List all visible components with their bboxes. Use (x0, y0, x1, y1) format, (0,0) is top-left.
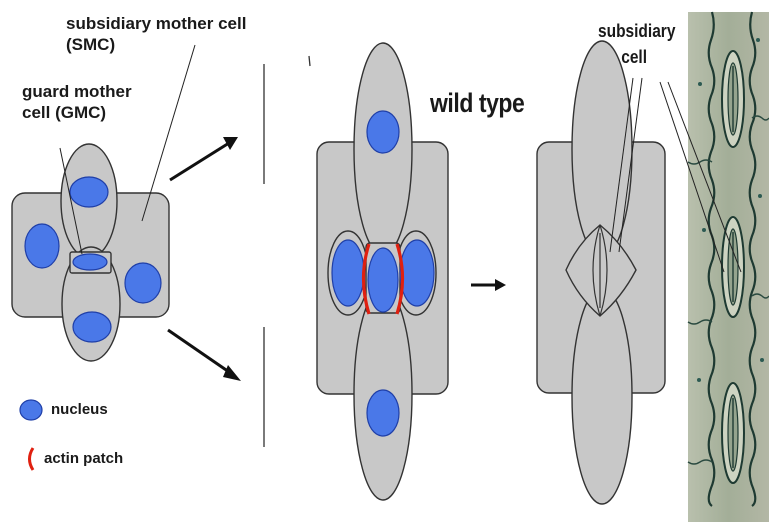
legend-actin-swatch (30, 448, 34, 470)
legend-actin-label: actin patch (44, 450, 123, 467)
wild-type-title: wild type (430, 88, 524, 119)
micrograph-stoma (722, 383, 744, 483)
initial-stage-cell (12, 144, 169, 361)
micrograph-stoma (722, 51, 744, 147)
legend (20, 400, 42, 470)
subsidiary-cell-label: subsidiary cell (598, 18, 670, 70)
mark-tick (309, 56, 310, 66)
nucleus (125, 263, 161, 303)
nucleus (368, 248, 398, 312)
nucleus (73, 254, 107, 270)
nucleus (25, 224, 59, 268)
nucleus (367, 111, 399, 153)
mature-stomatal-complex (537, 41, 665, 504)
legend-nucleus-swatch (20, 400, 42, 420)
nucleus (73, 312, 111, 342)
nucleus (400, 240, 434, 306)
smc-label: subsidiary mother cell (SMC) (66, 13, 266, 55)
arrow-up-right (170, 137, 238, 180)
legend-nucleus-label: nucleus (51, 401, 108, 418)
nucleus (367, 390, 399, 436)
nucleus (70, 177, 108, 207)
smc-callout-line (142, 45, 195, 221)
gmc-label: guard mother cell (GMC) (22, 81, 157, 123)
arrow-right (471, 279, 506, 291)
nucleus (332, 240, 364, 306)
actin-patch-stage-cell (317, 43, 448, 500)
lower-cell (572, 288, 632, 504)
leaf-epidermis-micrograph (688, 12, 769, 522)
arrow-down-right (168, 330, 241, 381)
